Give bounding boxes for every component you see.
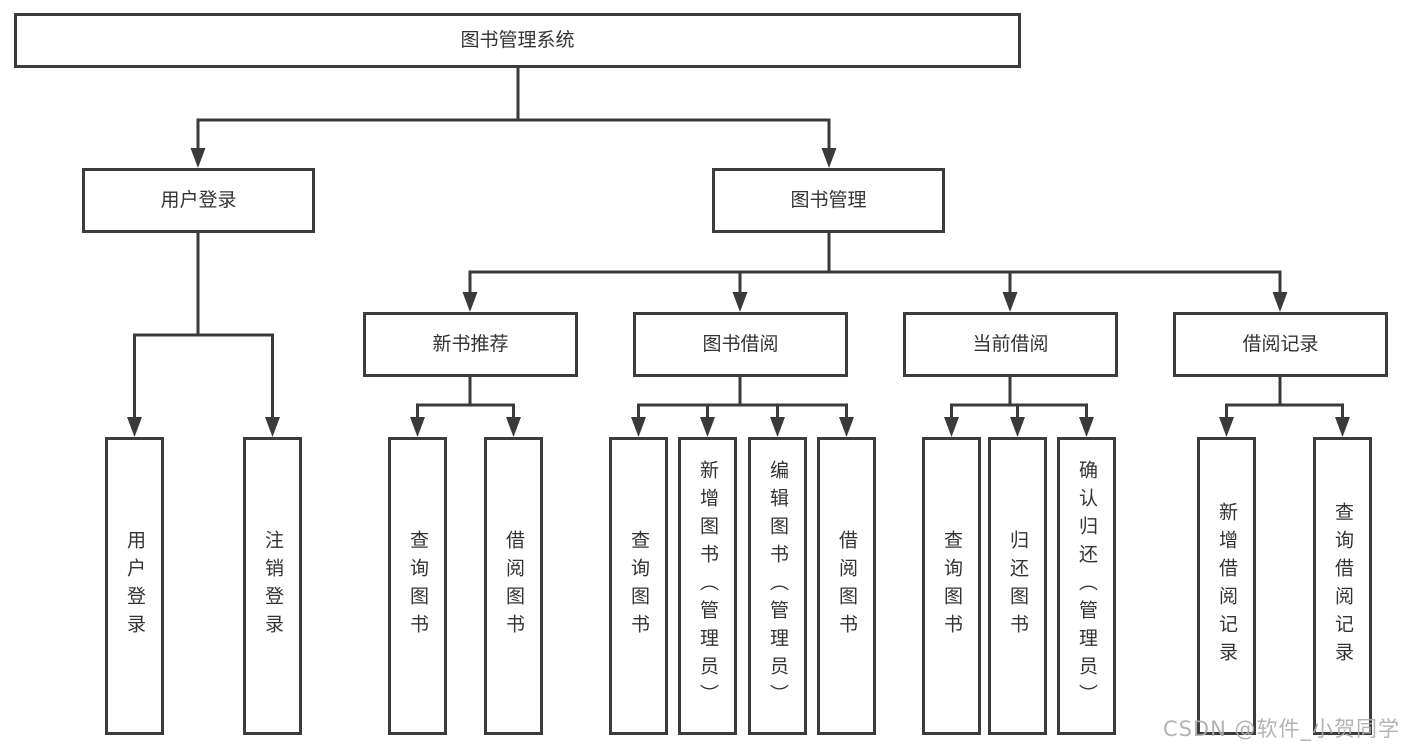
- node-logout-leaf: 注销登录: [243, 437, 302, 735]
- arrowhead-new-book-rec: [462, 292, 478, 312]
- connector-root-to-level2: [196, 67, 831, 150]
- arrowhead-logout-leaf: [265, 417, 280, 437]
- node-bb-add-books-admin: 新增图书（管理员）: [678, 437, 737, 735]
- arrowhead-current-borrow: [1002, 292, 1018, 312]
- leaf-label: 查询图书: [628, 530, 650, 642]
- arrowhead-book-mgmt: [821, 148, 837, 168]
- arrowhead-cb-confirm: [1079, 417, 1094, 437]
- arrowhead-bb-add: [700, 417, 715, 437]
- node-cb-query-books: 查询图书: [922, 437, 981, 735]
- connector-current-borrow-children: [950, 377, 1088, 420]
- leaf-label: 新增图书（管理员）: [697, 460, 719, 712]
- node-bb-edit-books-admin: 编辑图书（管理员）: [748, 437, 807, 735]
- node-library-management-system: 图书管理系统: [14, 13, 1021, 68]
- node-new-book-recommendation: 新书推荐: [363, 312, 578, 377]
- leaf-label: 查询图书: [407, 530, 429, 642]
- arrowhead-cb-query: [944, 417, 959, 437]
- leaf-label: 确认归还（管理员）: [1076, 460, 1098, 712]
- leaf-label: 用户登录: [124, 530, 146, 642]
- arrowhead-nbr-query: [410, 417, 425, 437]
- arrowhead-book-borrow: [732, 292, 748, 312]
- node-bb-borrow-books: 借阅图书: [817, 437, 876, 735]
- arrowhead-borrow-records: [1272, 292, 1288, 312]
- node-nbr-query-books: 查询图书: [388, 437, 447, 735]
- node-user-login: 用户登录: [82, 168, 315, 233]
- node-nbr-borrow-books: 借阅图书: [484, 437, 543, 735]
- connector-new-book-rec-children: [416, 377, 515, 420]
- node-bb-query-books: 查询图书: [609, 437, 668, 735]
- leaf-label: 编辑图书（管理员）: [767, 460, 789, 712]
- arrowhead-nbr-borrow: [506, 417, 521, 437]
- node-current-borrowing: 当前借阅: [903, 312, 1118, 377]
- node-user-login-leaf: 用户登录: [105, 437, 164, 735]
- leaf-label: 注销登录: [262, 530, 284, 642]
- node-book-borrowing: 图书借阅: [633, 312, 848, 377]
- arrowhead-br-query: [1335, 417, 1350, 437]
- node-br-query-record: 查询借阅记录: [1313, 437, 1372, 735]
- arrowhead-user-login-leaf: [127, 417, 142, 437]
- arrowhead-bb-edit: [770, 417, 785, 437]
- node-borrowing-records: 借阅记录: [1173, 312, 1388, 377]
- leaf-label: 借阅图书: [836, 530, 858, 642]
- node-br-add-record: 新增借阅记录: [1197, 437, 1256, 735]
- leaf-label: 借阅图书: [503, 530, 525, 642]
- arrowhead-cb-return: [1010, 417, 1025, 437]
- node-book-management: 图书管理: [712, 168, 945, 233]
- leaf-label: 归还图书: [1007, 530, 1029, 642]
- node-cb-confirm-return-admin: 确认归还（管理员）: [1057, 437, 1116, 735]
- arrowhead-bb-borrow: [839, 417, 854, 437]
- arrowhead-br-add: [1219, 417, 1234, 437]
- connector-borrow-records-children: [1225, 377, 1344, 420]
- connector-book-mgmt-children: [468, 232, 1282, 295]
- csdn-watermark: CSDN @软件_小贺同学: [1162, 717, 1400, 741]
- leaf-label: 查询借阅记录: [1332, 502, 1354, 670]
- node-cb-return-books: 归还图书: [988, 437, 1047, 735]
- connector-user-login-children: [133, 232, 274, 420]
- leaf-label: 查询图书: [941, 530, 963, 642]
- arrowhead-bb-query: [631, 417, 646, 437]
- leaf-label: 新增借阅记录: [1216, 502, 1238, 670]
- connector-book-borrow-children: [637, 377, 848, 420]
- arrowhead-user-login: [190, 148, 206, 168]
